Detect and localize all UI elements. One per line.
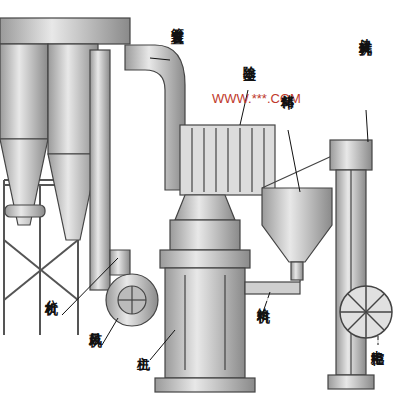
support-frame bbox=[3, 180, 5, 335]
leader-line bbox=[150, 58, 170, 60]
main-mill bbox=[155, 378, 255, 392]
support-frame bbox=[4, 240, 78, 300]
part-label: 除尘器 bbox=[242, 56, 256, 59]
blower bbox=[118, 286, 146, 314]
watermark: WWW.***.COM bbox=[212, 92, 301, 106]
main-mill bbox=[224, 275, 225, 370]
leader-line bbox=[262, 292, 270, 315]
storage-hopper bbox=[291, 262, 303, 280]
dust-collector bbox=[191, 128, 192, 192]
pipe-system bbox=[90, 50, 110, 290]
main-mill bbox=[175, 195, 235, 220]
part-label: 储料斗 bbox=[280, 84, 294, 87]
dust-collector bbox=[251, 128, 252, 192]
dust-collector bbox=[203, 128, 204, 192]
leader-line bbox=[62, 58, 378, 360]
blower bbox=[106, 274, 158, 326]
cyclone-separator bbox=[0, 139, 48, 225]
blower bbox=[131, 286, 132, 314]
pipe-system bbox=[125, 45, 185, 190]
crusher-wheel bbox=[348, 294, 384, 330]
feeder bbox=[245, 282, 300, 294]
leader-line bbox=[102, 318, 118, 345]
dust-collector bbox=[180, 125, 275, 195]
crusher-wheel bbox=[348, 294, 384, 330]
bucket-elevator bbox=[328, 140, 374, 389]
dust-collector bbox=[239, 128, 240, 192]
part-label: 斗式提升机 bbox=[358, 28, 372, 33]
crusher-wheel bbox=[340, 286, 392, 338]
bucket-elevator bbox=[350, 170, 351, 375]
crusher-wheel bbox=[340, 286, 392, 338]
support-frame bbox=[4, 240, 78, 300]
bucket-elevator bbox=[336, 170, 366, 375]
leader-line bbox=[62, 258, 118, 315]
feeder bbox=[245, 280, 300, 294]
cyclone-separator bbox=[0, 18, 130, 44]
part-label: 电控柜 bbox=[370, 340, 384, 343]
leader-line bbox=[366, 110, 368, 142]
bucket-elevator bbox=[330, 140, 372, 170]
dust-collector bbox=[227, 128, 228, 192]
main-mill bbox=[184, 275, 185, 370]
dust-collector bbox=[180, 125, 275, 195]
part-label: 主机 bbox=[136, 346, 150, 348]
main-mill bbox=[160, 250, 250, 268]
storage-hopper bbox=[262, 188, 332, 262]
dust-collector bbox=[215, 128, 216, 192]
main-mill bbox=[170, 220, 240, 250]
blower bbox=[106, 274, 158, 326]
cyclone-separator bbox=[5, 205, 45, 217]
main-mill bbox=[155, 195, 255, 392]
feeder bbox=[299, 280, 300, 282]
leader-line bbox=[150, 330, 175, 360]
part-label: 分析机 bbox=[44, 290, 58, 293]
main-mill bbox=[165, 268, 245, 378]
part-label: 管道装置 bbox=[170, 18, 184, 22]
dust-collector bbox=[263, 128, 264, 192]
cyclone-separator bbox=[0, 44, 48, 139]
part-label: 鼓风机 bbox=[88, 322, 102, 325]
part-label: 给料机 bbox=[256, 298, 270, 301]
bucket-elevator bbox=[328, 375, 374, 389]
leader-line bbox=[288, 130, 300, 192]
